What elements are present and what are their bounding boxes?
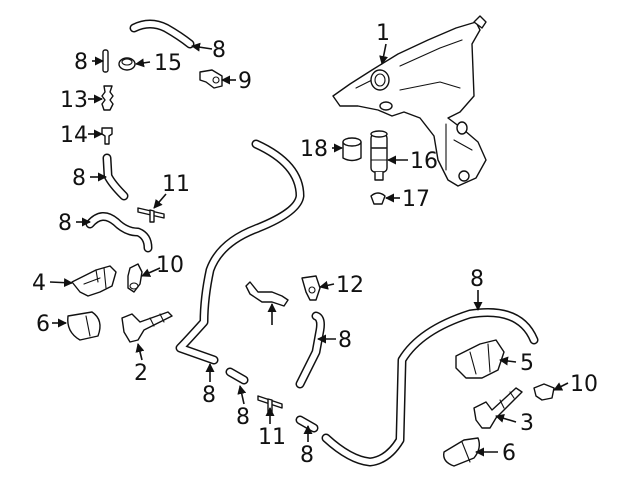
callout-18: 18 xyxy=(300,137,328,162)
callout-17: 17 xyxy=(402,187,430,212)
callout-3: 3 xyxy=(520,411,534,436)
callout-16: 16 xyxy=(410,149,438,174)
callout-8-f: 8 xyxy=(338,328,352,353)
pump-grommet xyxy=(370,192,386,205)
valve xyxy=(301,275,321,301)
hoses xyxy=(85,19,539,467)
callout-8-c: 8 xyxy=(72,166,86,191)
callout-8-g: 8 xyxy=(202,383,216,408)
callout-8-h: 8 xyxy=(236,405,250,430)
hose-piece-small xyxy=(102,49,109,73)
callout-5: 5 xyxy=(520,351,534,376)
callout-8-a: 8 xyxy=(74,50,88,75)
nozzle-bracket-right xyxy=(455,339,505,379)
bracket-line xyxy=(245,281,289,307)
callout-11-lower: 11 xyxy=(258,425,286,450)
leader-arrows xyxy=(49,42,569,457)
hose-clip xyxy=(118,57,136,71)
nozzle-cover-right xyxy=(443,437,481,467)
washer-jet-left xyxy=(121,311,173,343)
callout-10-right: 10 xyxy=(570,372,598,397)
callout-10-left: 10 xyxy=(156,253,184,278)
callout-14: 14 xyxy=(60,123,88,148)
callout-8-i: 8 xyxy=(300,443,314,468)
pump-seal xyxy=(342,137,362,162)
callout-11-upper: 11 xyxy=(162,172,190,197)
check-valve xyxy=(101,85,114,111)
connector-right xyxy=(533,383,555,401)
callout-6-left: 6 xyxy=(36,312,50,337)
nozzle-bracket xyxy=(71,265,117,297)
hose-connector xyxy=(101,127,113,145)
nozzle-cover-left xyxy=(67,311,101,341)
washer-pump xyxy=(370,130,388,181)
callout-labels: 1 2 3 4 5 6 6 8 8 8 8 8 8 8 8 8 9 10 10 … xyxy=(32,21,598,468)
callout-9: 9 xyxy=(238,69,252,94)
callout-12: 12 xyxy=(336,273,364,298)
callout-8-b: 8 xyxy=(212,38,226,63)
callout-2: 2 xyxy=(134,361,148,386)
elbow-connector xyxy=(199,69,223,89)
callout-4: 4 xyxy=(32,271,46,296)
callout-1: 1 xyxy=(376,21,390,46)
washer-reservoir xyxy=(332,15,487,187)
connector-left xyxy=(127,263,143,293)
washer-jet-right xyxy=(473,387,523,429)
callout-13: 13 xyxy=(60,88,88,113)
callout-6-right: 6 xyxy=(502,441,516,466)
t-connector-upper xyxy=(137,207,165,223)
callout-8-e: 8 xyxy=(470,267,484,292)
callout-15: 15 xyxy=(154,51,182,76)
callout-8-d: 8 xyxy=(58,211,72,236)
